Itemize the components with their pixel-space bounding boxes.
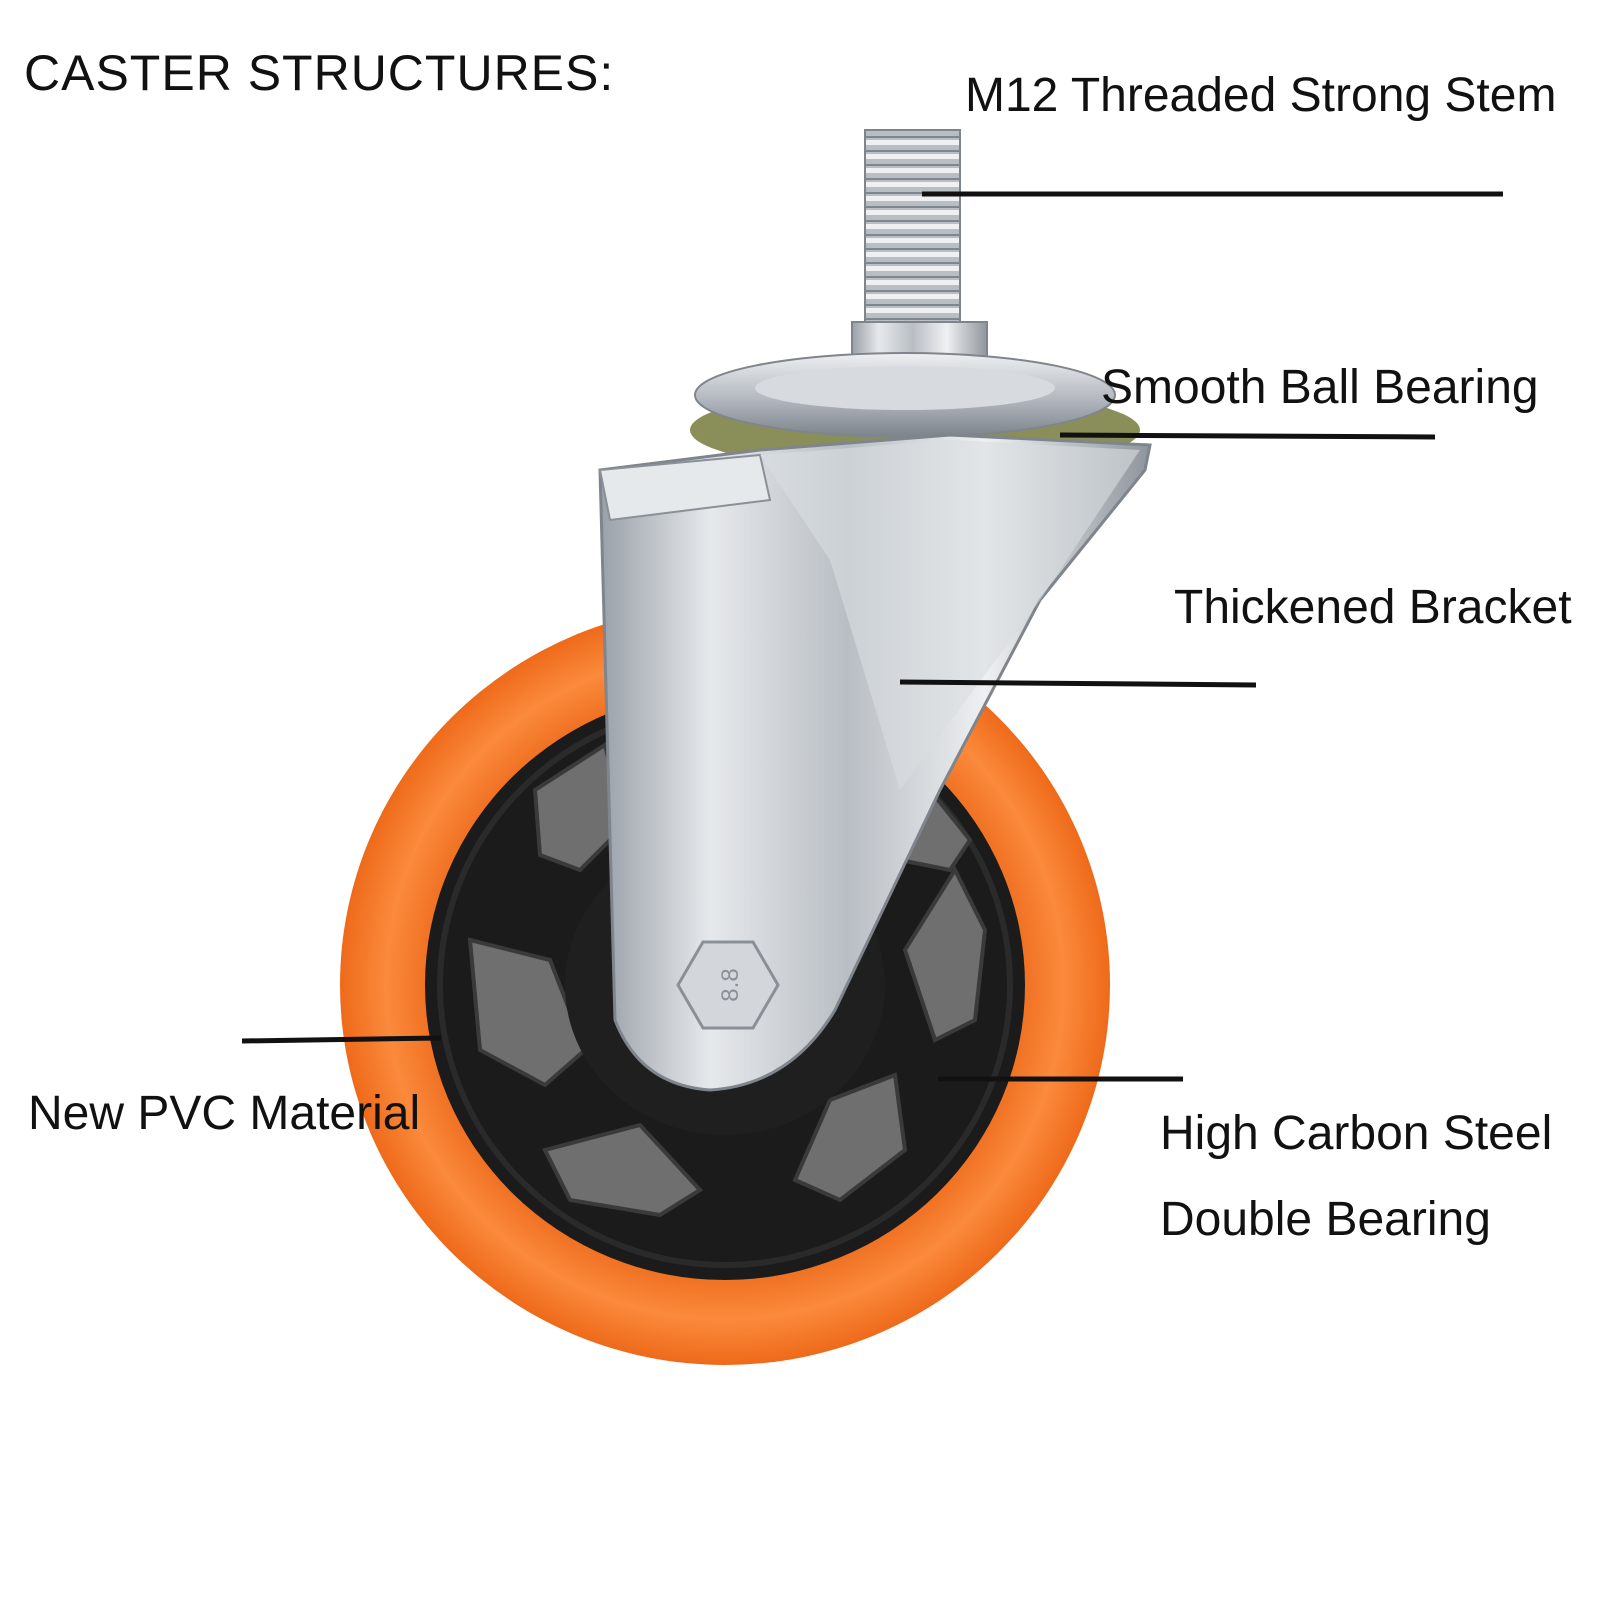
callout-double-bearing: Double Bearing xyxy=(1160,1193,1491,1246)
callout-stem: M12 Threaded Strong Stem xyxy=(965,69,1557,122)
leader-line-bracket xyxy=(899,679,1257,688)
callout-bracket: Thickened Bracket xyxy=(1174,581,1572,634)
callout-ball-bearing: Smooth Ball Bearing xyxy=(1101,361,1539,414)
callout-steel: High Carbon Steel xyxy=(1160,1107,1553,1160)
nut-marking: 8.8 xyxy=(717,968,744,1001)
page-title: CASTER STRUCTURES: xyxy=(24,45,615,101)
threaded-stem xyxy=(851,129,988,368)
leader-lines xyxy=(241,191,1503,1082)
leader-line-pvc xyxy=(241,1035,442,1044)
bracket xyxy=(598,433,1152,1092)
axle-nut: 8.8 xyxy=(676,940,780,1030)
callout-pvc: New PVC Material xyxy=(28,1087,421,1140)
leader-line-ball-bearing xyxy=(1059,432,1436,440)
